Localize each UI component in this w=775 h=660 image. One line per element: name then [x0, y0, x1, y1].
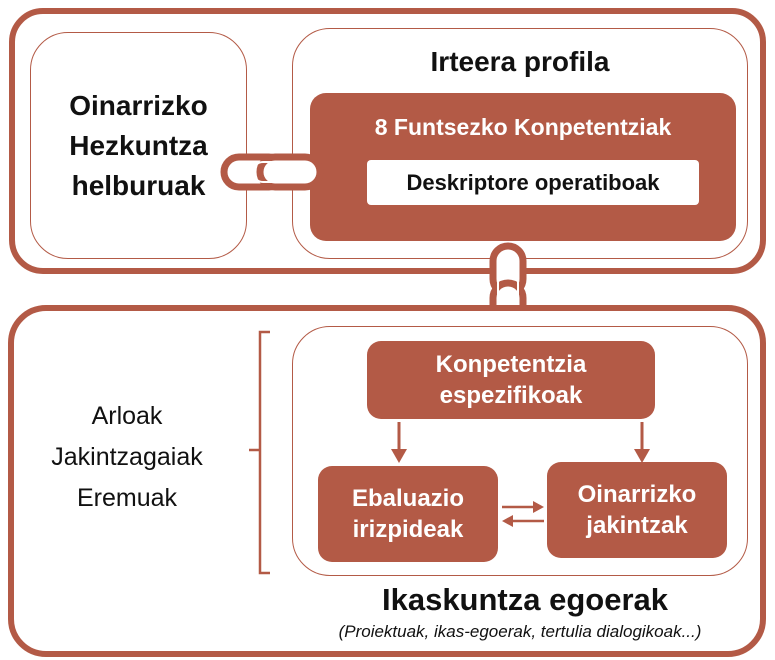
bidirectional-arrows-icon [502, 501, 544, 527]
specific-competences-line-2: espezifikoak [439, 382, 583, 409]
learning-situations-subtitle: (Proiektuak, ikas-egoerak, tertulia dial… [338, 622, 702, 641]
specific-to-basic-knowledge-arrow [634, 422, 650, 463]
learning-situations-title: Ikaskuntza egoerak [381, 581, 669, 617]
left-bracket-icon [249, 330, 270, 575]
subject-areas-list: Arloak Jakintzagaiak Eremuak [38, 390, 216, 525]
exit-profile-title: Irteera profila [430, 46, 610, 77]
subject-area-1: Arloak [91, 402, 163, 430]
key-competences-label: 8 Funtsezko Konpetentziak [374, 113, 672, 140]
evaluation-criteria-line-2: irizpideak [352, 516, 464, 543]
educational-goals-box [30, 32, 247, 259]
specific-competences-box: Konpetentzia espezifikoak [367, 341, 655, 419]
subject-area-3: Eremuak [76, 484, 178, 512]
operational-descriptors-label: Deskriptore operatiboak [367, 160, 699, 205]
basic-knowledge-line-1: Oinarrizko [577, 481, 697, 508]
basic-knowledge-line-2: jakintzak [586, 512, 688, 539]
horizontal-chain-link-icon [220, 153, 324, 191]
basic-knowledge-box: Oinarrizko jakintzak [547, 462, 727, 558]
evaluation-criteria-line-1: Ebaluazio [351, 485, 465, 512]
educational-goals-line-2: Hezkuntza [69, 129, 208, 161]
subject-area-2: Jakintzagaiak [51, 443, 203, 471]
educational-goals-text: Oinarrizko Hezkuntza helburuak [30, 32, 247, 259]
educational-goals-line-3: helburuak [71, 169, 206, 201]
educational-goals-line-1: Oinarrizko [69, 89, 208, 121]
specific-to-evaluation-arrow [391, 422, 407, 463]
specific-competences-line-1: Konpetentzia [435, 351, 587, 378]
evaluation-criteria-box: Ebaluazio irizpideak [318, 466, 498, 562]
